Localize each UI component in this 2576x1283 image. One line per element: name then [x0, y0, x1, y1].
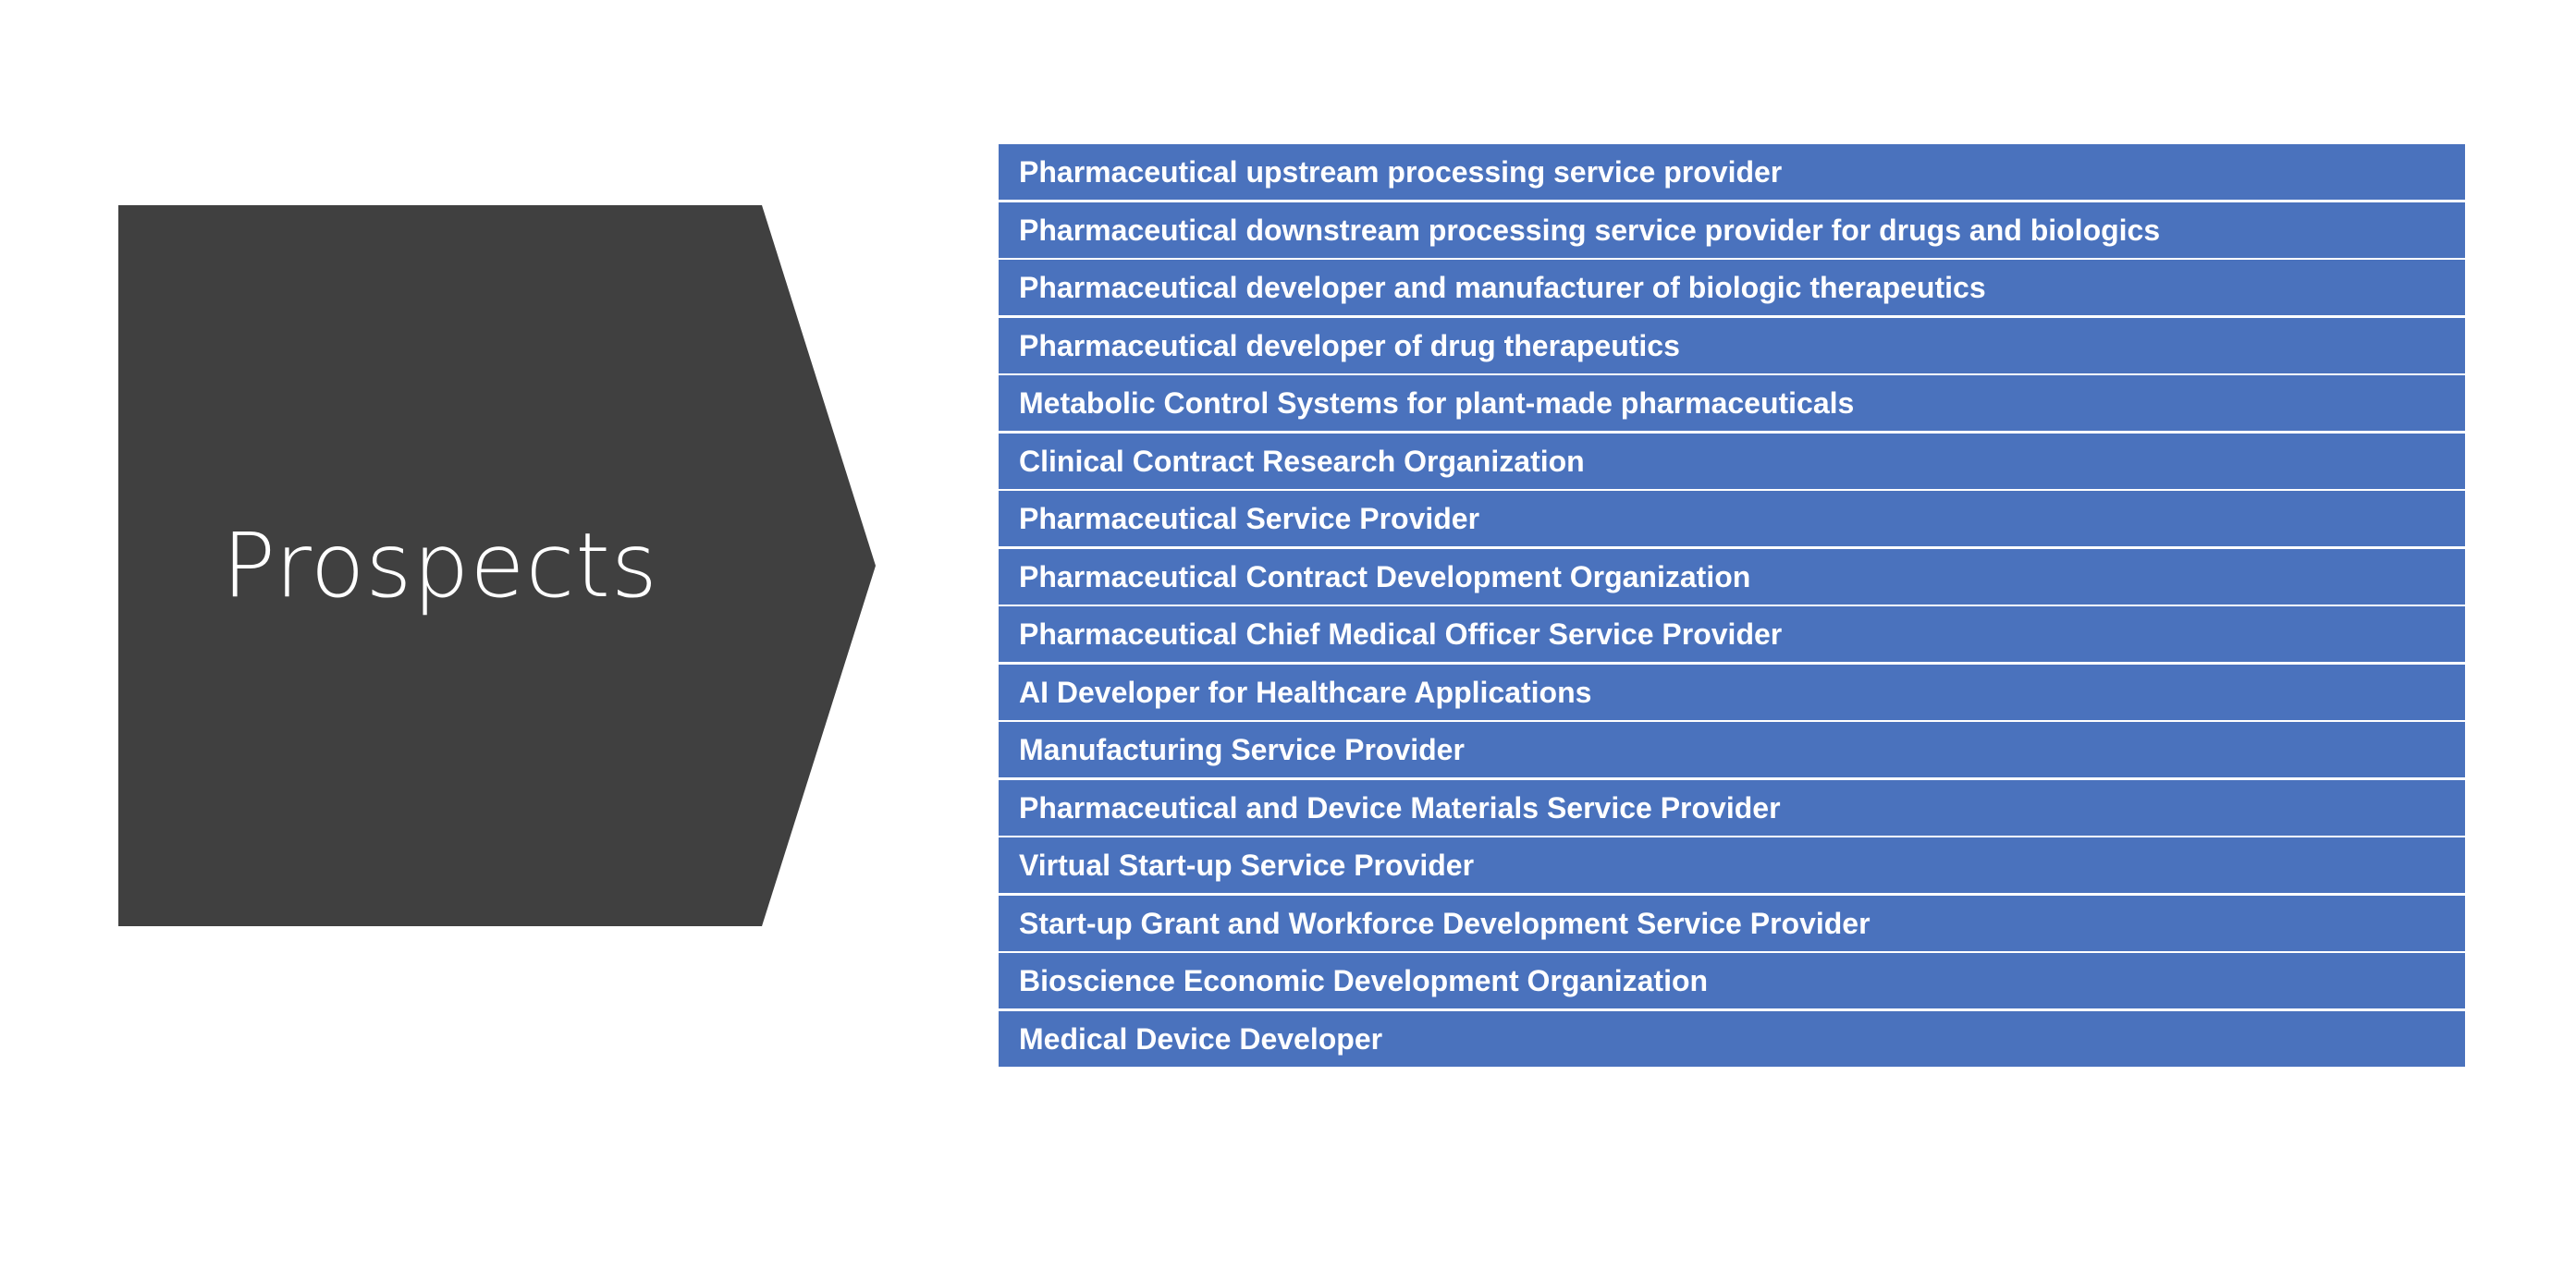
list-item: Metabolic Control Systems for plant-made… [999, 375, 2465, 431]
list-item: Pharmaceutical developer and manufacture… [999, 260, 2465, 315]
prospects-chevron: Prospects [118, 205, 876, 926]
list-item: Pharmaceutical and Device Materials Serv… [999, 779, 2465, 836]
list-item: Clinical Contract Research Organization [999, 433, 2465, 489]
list-item: Pharmaceutical downstream processing ser… [999, 202, 2465, 258]
chevron-label: Prospects [222, 514, 658, 617]
list-item: Medical Device Developer [999, 1010, 2465, 1067]
list-item: Bioscience Economic Development Organiza… [999, 953, 2465, 1008]
list-item: Pharmaceutical developer of drug therape… [999, 317, 2465, 373]
list-item: Start-up Grant and Workforce Development… [999, 895, 2465, 951]
list-item: Virtual Start-up Service Provider [999, 837, 2465, 893]
list-item: Pharmaceutical Contract Development Orga… [999, 548, 2465, 605]
list-item: Manufacturing Service Provider [999, 722, 2465, 777]
list-item: AI Developer for Healthcare Applications [999, 664, 2465, 720]
chevron-shape [118, 205, 876, 926]
list-item: Pharmaceutical Service Provider [999, 491, 2465, 546]
list-item: Pharmaceutical Chief Medical Officer Ser… [999, 606, 2465, 662]
prospects-list: Pharmaceutical upstream processing servi… [999, 144, 2465, 1069]
list-item: Pharmaceutical upstream processing servi… [999, 144, 2465, 200]
